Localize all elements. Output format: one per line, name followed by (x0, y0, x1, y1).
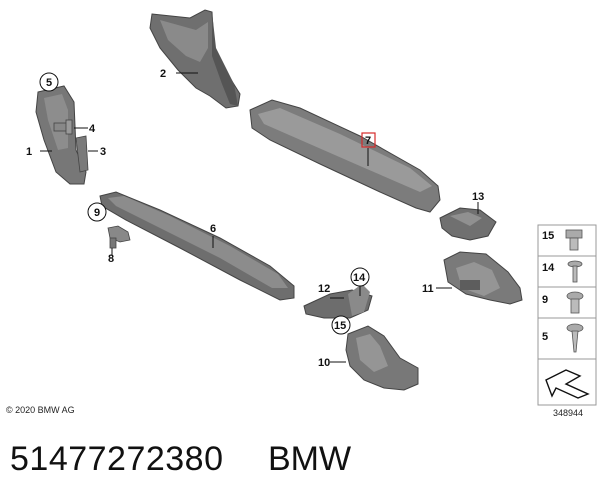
callout-1: 1 (26, 146, 32, 158)
legend-5: 5 (542, 331, 548, 343)
screw-5-icon (566, 323, 584, 353)
assembly-arrow-icon (545, 369, 590, 399)
part-1-panel (35, 85, 87, 185)
callout-10: 10 (318, 357, 330, 369)
legend-14: 14 (542, 262, 555, 274)
part-2-pillar-trim (149, 9, 241, 109)
callout-9: 9 (94, 207, 100, 219)
callout-13: 13 (472, 191, 484, 203)
callout-8: 8 (108, 253, 114, 265)
part-number: 51477272380 (10, 440, 224, 478)
callout-4: 4 (89, 123, 96, 135)
part-3-strip (75, 135, 89, 173)
callout-14-circle (350, 267, 370, 287)
callout-9-circle (87, 202, 107, 222)
copyright-text: © 2020 BMW AG (6, 405, 75, 415)
callout-14: 14 (353, 272, 366, 284)
callout-5: 5 (46, 77, 52, 89)
part-13-bracket (439, 207, 497, 241)
screw-14-icon (567, 260, 583, 283)
callout-15: 15 (334, 320, 346, 332)
brand-name: BMW (268, 440, 352, 478)
callout-12: 12 (318, 283, 330, 295)
part-4-clip (53, 119, 73, 135)
callout-5-circle (39, 72, 59, 92)
part-12-bracket (303, 284, 373, 319)
callout-7-highlight-box (361, 132, 376, 148)
callout-15-circle (331, 315, 351, 335)
legend-15: 15 (542, 230, 554, 242)
callouts: 2 5 4 1 3 7 13 9 6 8 14 11 12 15 10 (26, 68, 484, 369)
fastener-legend: 15 14 9 5 (537, 224, 597, 406)
callout-7: 7 (365, 135, 371, 147)
part-11-duct (443, 251, 523, 305)
callout-11: 11 (422, 283, 434, 295)
callout-6: 6 (210, 223, 216, 235)
clip-9-icon (566, 291, 584, 314)
legend-9: 9 (542, 294, 548, 306)
drawing-id: 348944 (553, 408, 584, 418)
callout-2: 2 (160, 68, 166, 80)
callout-3: 3 (100, 146, 106, 158)
part-6-lower-sill (99, 191, 295, 301)
part-10-cover (345, 325, 419, 391)
part-7-sill-trim (249, 99, 441, 213)
part-8-clip (107, 225, 131, 249)
nut-15-icon (565, 229, 583, 251)
